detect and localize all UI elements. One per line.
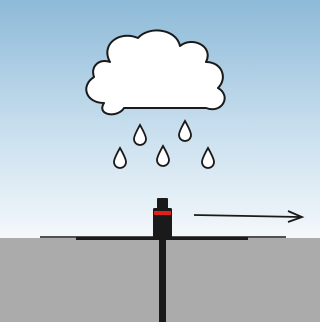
sensor-red-band [154,211,171,215]
sensor-stake [159,236,166,322]
sensor-cap [157,198,168,210]
